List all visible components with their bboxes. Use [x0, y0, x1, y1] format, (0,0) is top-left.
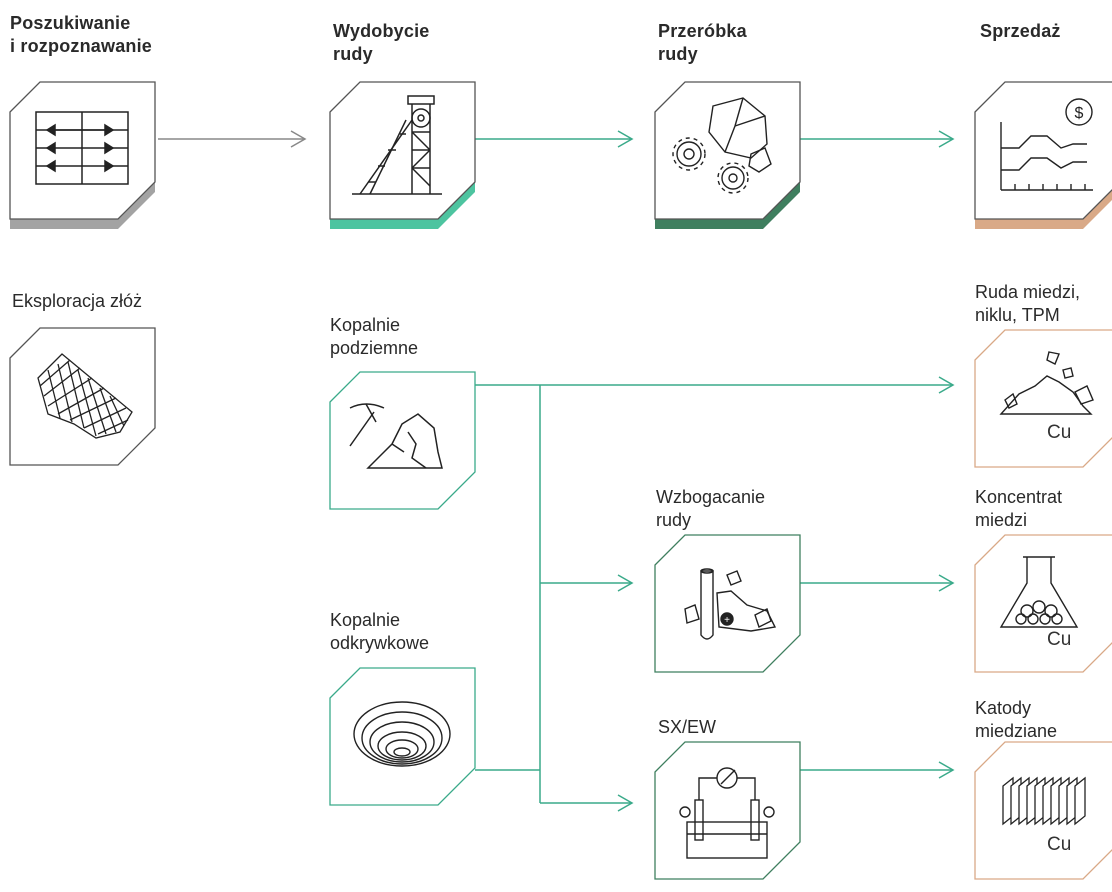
label-ore-enrichment: Wzbogacanie rudy: [656, 487, 766, 530]
deposit-grid-map-icon: [37, 353, 133, 439]
cu-symbol-cathodes: Cu: [1047, 834, 1072, 855]
mine-connector-network: [475, 376, 955, 812]
stage-title-mining: Wydobycie rudy: [333, 21, 430, 64]
tile-exploration: [9, 81, 156, 229]
tile-ore-enrichment: +: [654, 534, 801, 682]
open-pit-rings-icon: [353, 701, 451, 767]
stage-title-exploration: Poszukiwanie i rozpoznawanie: [10, 13, 153, 56]
label-underground-mines: Kopalnie podziemne: [330, 315, 419, 358]
cu-symbol-ore: Cu: [1047, 422, 1072, 443]
label-product-ore: Ruda miedzi, niklu, TPM: [975, 282, 1081, 325]
pickaxe-rock-icon: [349, 403, 443, 469]
tile-mining: [329, 81, 476, 229]
label-deposit-exploration: Eksploracja złóż: [12, 291, 143, 311]
arrow-exploration-to-mining: [158, 130, 307, 148]
label-product-cathodes: Katody miedziane: [975, 698, 1058, 741]
dollar-sign-icon: $: [1075, 105, 1084, 122]
test-tube-rocks-icon: [684, 568, 777, 640]
stage-title-sales: Sprzedaż: [980, 21, 1061, 41]
tile-product-cathodes: Cu: [974, 741, 1112, 889]
tile-open-pit-mines: [329, 667, 476, 815]
plus-sign-icon: +: [724, 615, 730, 626]
arrow-processing-to-sales: [800, 130, 955, 148]
tile-sales: $: [974, 81, 1112, 229]
cathode-sheets-icon: [1002, 776, 1086, 826]
tile-deposit-exploration: [9, 327, 156, 475]
map-grid-arrows-icon: [35, 111, 129, 185]
stage-title-processing: Przeróbka rudy: [658, 21, 747, 64]
flask-icon: [999, 556, 1079, 628]
price-chart-dollar-icon: [1000, 98, 1093, 191]
label-sxew: SX/EW: [658, 717, 717, 737]
arrow-mining-to-processing: [475, 130, 634, 148]
gears-rocks-icon: [672, 97, 772, 194]
mine-headframe-icon: [352, 95, 442, 195]
ore-pile-icon: [999, 351, 1094, 415]
label-open-pit-mines: Kopalnie odkrywkowe: [330, 610, 430, 653]
tile-product-ore: Cu: [974, 329, 1112, 477]
cu-symbol-concentrate: Cu: [1047, 629, 1072, 650]
tile-processing: [654, 81, 801, 229]
tile-underground-mines: [329, 371, 476, 519]
tile-sxew: [654, 741, 801, 889]
label-product-concentrate: Koncentrat miedzi: [975, 487, 1063, 530]
electrolysis-cell-icon: [679, 767, 775, 859]
connector-lines: [158, 130, 955, 812]
tile-product-concentrate: Cu: [974, 534, 1112, 682]
